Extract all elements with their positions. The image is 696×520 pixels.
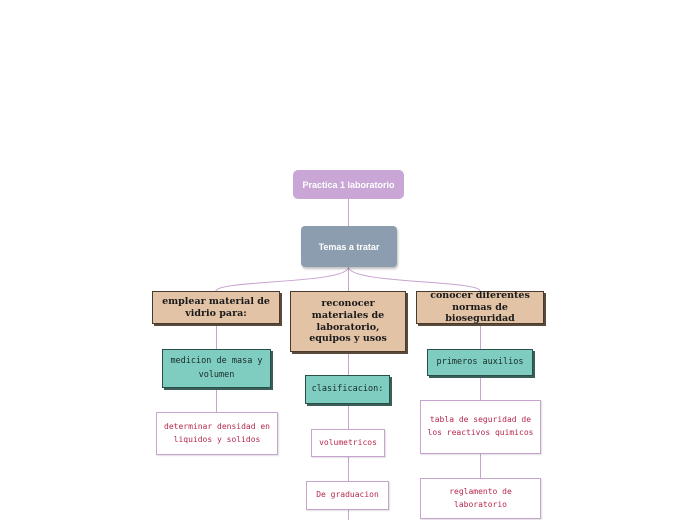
leaf-node-tabla-seguridad[interactable]: tabla de seguridad de los reactivos quim… [420,400,541,454]
topic-node-material-vidrio[interactable]: emplear material de vidrio para: [152,291,280,324]
topic-node-bioseguridad[interactable]: conocer diferentes normas de biosegurida… [416,290,544,324]
subtopic-node[interactable]: Temas a tratar [301,226,397,267]
root-node[interactable]: Practica 1 laboratorio [293,170,404,199]
leaf-node-densidad[interactable]: determinar densidad en liquidos y solido… [156,412,278,455]
leaf-node-graduacion[interactable]: De graduacion [306,481,389,510]
connector-sub-topic-1 [215,266,349,292]
leaf-node-volumetricos[interactable]: volumetricos [311,429,385,457]
child-node-medicion[interactable]: medicion de masa y volumen [162,349,271,388]
child-node-clasificacion[interactable]: clasificacion: [305,375,390,404]
child-node-primeros-auxilios[interactable]: primeros auxilios [427,349,533,376]
connector-sub-topic-3 [348,266,481,292]
topic-node-reconocer-materiales[interactable]: reconocer materiales de laboratorio, equ… [290,291,406,352]
leaf-node-reglamento[interactable]: reglamento de laboratorio [420,478,541,519]
